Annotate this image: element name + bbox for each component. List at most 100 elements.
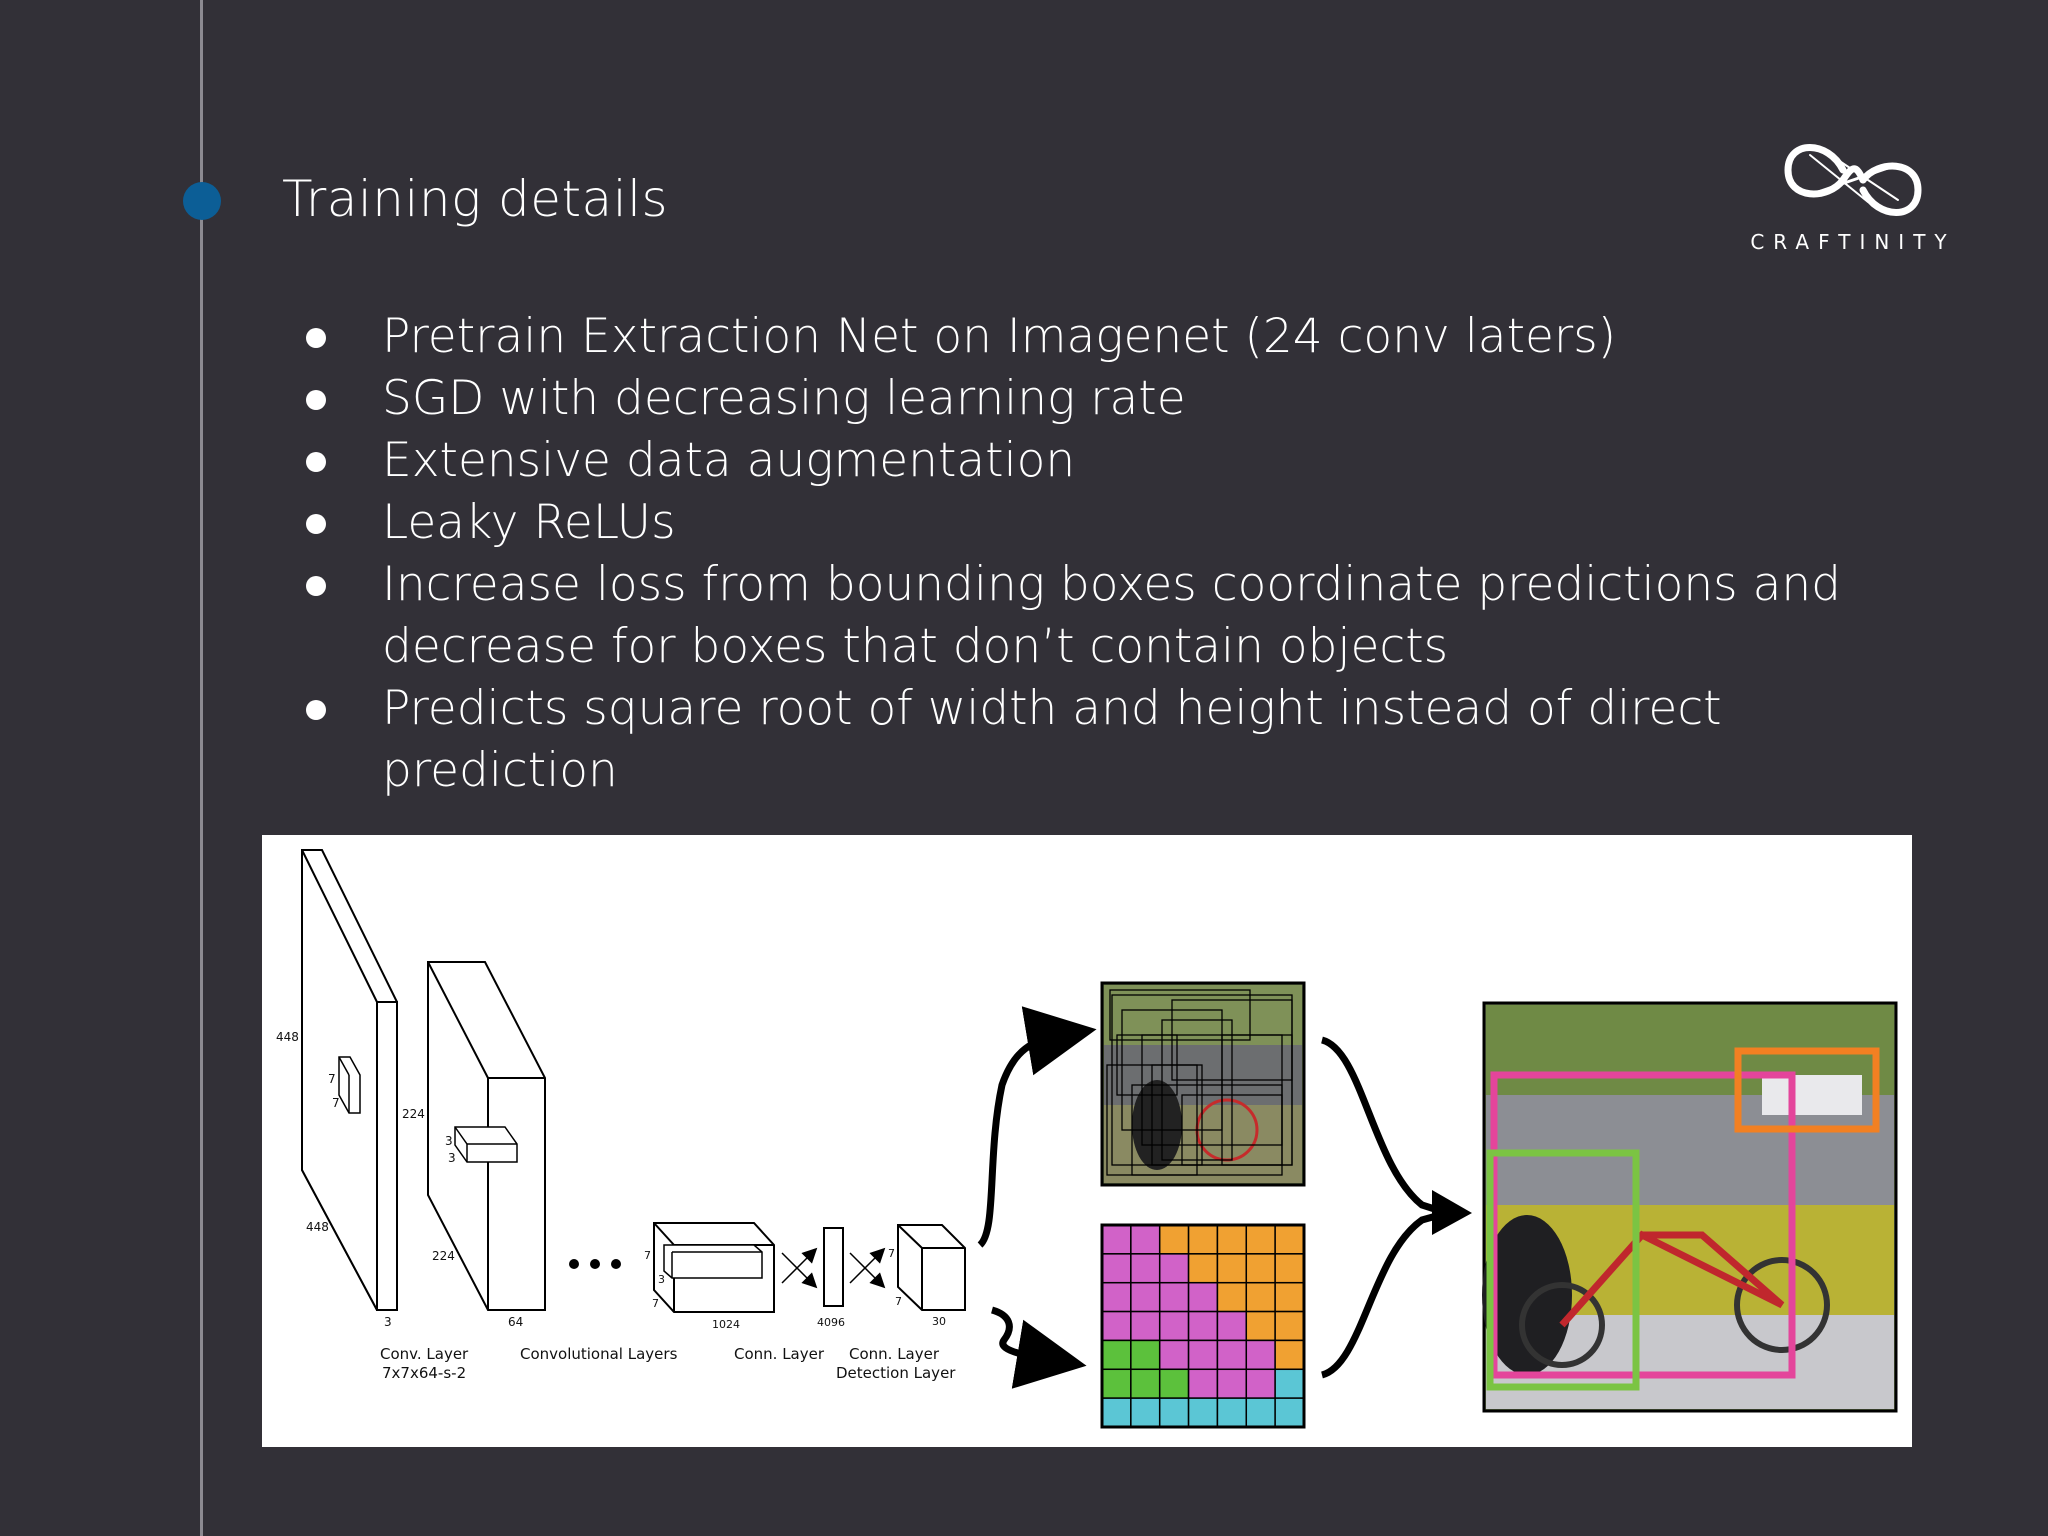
class-grid-cell (1187, 1253, 1219, 1284)
class-grid-cell (1187, 1224, 1219, 1255)
class-grid-cell (1130, 1339, 1161, 1371)
label-conn-layer-2: Conn. Layer (849, 1345, 940, 1363)
bullet-dot-icon (306, 576, 326, 596)
bullet-dot-icon (306, 700, 326, 720)
class-grid-cell (1216, 1339, 1248, 1371)
detection-box-bicycle (1490, 1071, 1796, 1379)
bullet-item: Predicts square root of width and height… (300, 678, 1920, 802)
class-grid-cell (1187, 1397, 1219, 1428)
fc-connection-1 (781, 1247, 818, 1289)
class-grid-cell (1101, 1397, 1132, 1428)
dim-l2-w: 224 (432, 1249, 455, 1263)
class-grid-cell (1101, 1310, 1132, 1342)
class-grid-cell (1245, 1253, 1276, 1284)
class-grid-cell (1101, 1253, 1132, 1284)
fc-layer-4096 (823, 1227, 844, 1307)
label-conv-layer-spec: 7x7x64-s-2 (382, 1364, 466, 1382)
class-grid-border (1100, 1223, 1306, 1429)
arrow-to-classmap (990, 1306, 1087, 1389)
bullet-item: Extensive data augmentation (300, 430, 1920, 492)
class-grid-cell (1101, 1281, 1132, 1313)
dim-k2a: 3 (445, 1134, 453, 1148)
bounding-boxes-thumbnail (1100, 981, 1306, 1187)
detection-result-photo (1482, 1001, 1898, 1413)
network-diagram: 448 448 3 7 7 224 224 64 3 3 (276, 849, 1898, 1429)
merge-arrow-bottom (1320, 1209, 1448, 1379)
label-conv-layer: Conv. Layer (380, 1345, 469, 1363)
class-grid-cell (1130, 1368, 1161, 1399)
bullet-text: SGD with decreasing learning rate (382, 371, 1186, 426)
class-grid-cell (1274, 1397, 1305, 1428)
dim-l3-d: 1024 (712, 1318, 740, 1331)
ellipsis-dot (611, 1259, 621, 1269)
class-grid-cell (1245, 1281, 1276, 1313)
logo-wordmark: CRAFTINITY (1750, 230, 1956, 254)
kernel-box-2 (454, 1126, 518, 1163)
craftinity-logo: CRAFTINITY (1748, 130, 1958, 260)
class-grid-cell (1158, 1339, 1190, 1371)
class-grid-cell (1101, 1339, 1132, 1371)
dim-l2-h: 224 (402, 1107, 425, 1121)
bullet-dot-icon (306, 514, 326, 534)
bullet-item: Leaky ReLUs (300, 492, 1920, 554)
merge-arrow-top (1320, 1036, 1449, 1217)
ellipsis-dot (590, 1259, 600, 1269)
class-grid-cell (1158, 1224, 1190, 1255)
merge-arrowhead (1432, 1190, 1472, 1235)
bullet-text: Pretrain Extraction Net on Imagenet (24 … (382, 309, 1617, 364)
detection-box-dog (1486, 1149, 1640, 1391)
class-grid-cell (1158, 1281, 1190, 1313)
timeline-line (200, 0, 203, 1536)
dim-k1b: 7 (332, 1096, 340, 1110)
class-grid-cell (1130, 1397, 1161, 1428)
bullet-text: Predicts square root of width and height… (382, 681, 1722, 798)
yolo-architecture-figure: 448 448 3 7 7 224 224 64 3 3 (262, 835, 1912, 1447)
bullet-item: SGD with decreasing learning rate (300, 368, 1920, 430)
dim-fc: 4096 (817, 1316, 845, 1329)
class-grid-cell (1216, 1224, 1248, 1255)
output-cube (897, 1224, 966, 1311)
dim-k2b: 3 (448, 1151, 456, 1165)
dim-in-w: 448 (306, 1220, 329, 1234)
class-grid-cell (1187, 1339, 1219, 1371)
class-grid-cell (1216, 1310, 1248, 1342)
infinity-logo-icon (1784, 144, 1922, 216)
dim-l3-b: 7 (652, 1297, 659, 1310)
class-grid-cell (1216, 1281, 1248, 1313)
class-grid-cell (1130, 1310, 1161, 1342)
class-grid-cell (1245, 1397, 1276, 1428)
detection-box-car (1734, 1047, 1880, 1133)
class-grid-cell (1158, 1397, 1190, 1428)
class-grid-cell (1187, 1368, 1219, 1399)
dim-in-c: 3 (384, 1315, 392, 1329)
class-grid-cell (1158, 1253, 1190, 1284)
bullet-dot-icon (306, 452, 326, 472)
label-conv-layers: Convolutional Layers (520, 1345, 678, 1363)
dim-l2-c: 64 (508, 1315, 523, 1329)
bullet-text: Increase loss from bounding boxes coordi… (382, 557, 1841, 674)
class-grid-cell (1187, 1310, 1219, 1342)
dim-out-c: 30 (932, 1315, 946, 1328)
class-grid-cell (1130, 1224, 1161, 1255)
class-grid-cell (1245, 1339, 1276, 1371)
class-grid-cell (1274, 1224, 1305, 1255)
slide-title: Training details (282, 170, 669, 228)
dim-out-a: 7 (888, 1247, 895, 1260)
class-grid-cell (1187, 1281, 1219, 1313)
ellipsis-dot (569, 1259, 579, 1269)
label-detection-layer: Detection Layer (836, 1364, 956, 1382)
class-grid-cell (1216, 1397, 1248, 1428)
class-grid-cell (1130, 1281, 1161, 1313)
dim-in-h: 448 (276, 1030, 299, 1044)
class-grid-cell (1216, 1368, 1248, 1399)
class-grid-cell (1245, 1224, 1276, 1255)
fc-connection-2 (849, 1247, 886, 1289)
dim-out-b: 7 (895, 1295, 902, 1308)
label-conn-layer: Conn. Layer (734, 1345, 825, 1363)
class-grid-cell (1274, 1310, 1305, 1342)
class-grid-cell (1274, 1368, 1305, 1399)
class-grid-cell (1216, 1253, 1248, 1284)
bullet-dot-icon (306, 328, 326, 348)
class-grid-cell (1101, 1368, 1132, 1399)
bullet-list: Pretrain Extraction Net on Imagenet (24 … (300, 306, 1920, 802)
